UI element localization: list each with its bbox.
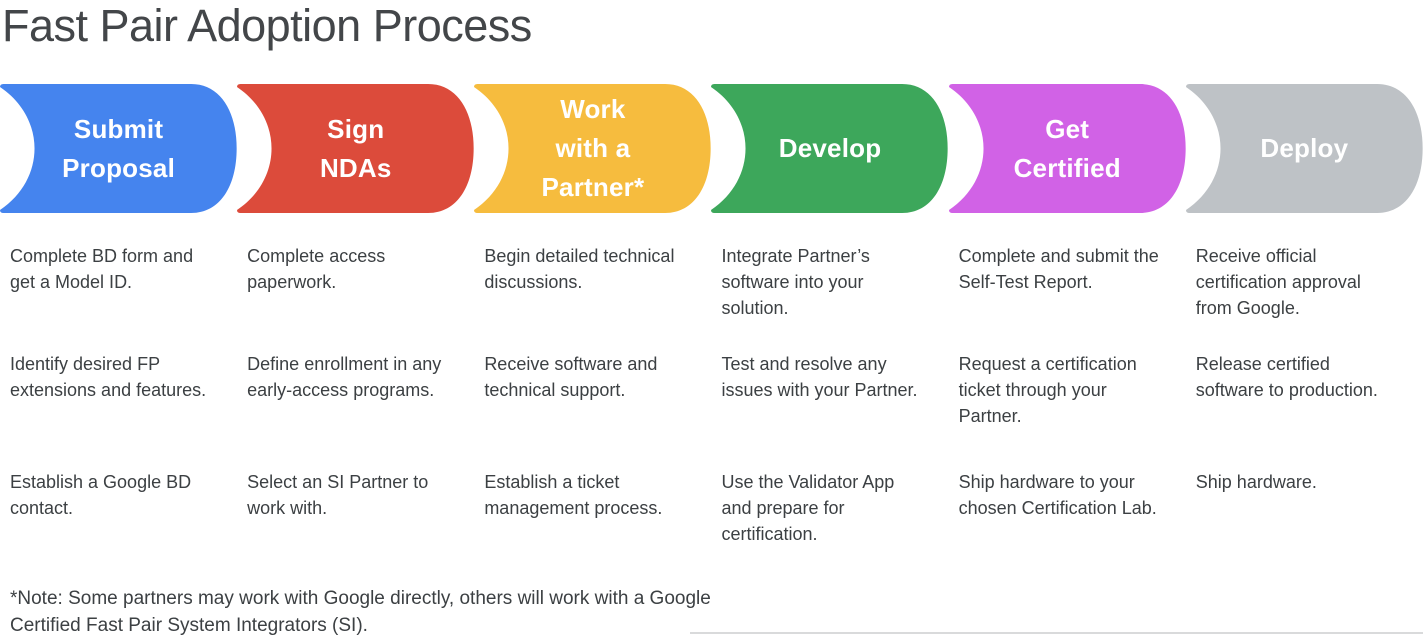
chevron-pill-shape	[711, 84, 949, 214]
stage-shape-develop: Develop	[711, 84, 949, 214]
stage-step: Complete and submit the Self-Test Report…	[958, 246, 1159, 293]
stage-column-deploy: Deploy Receive official certification ap…	[1185, 84, 1423, 583]
stage-column-submit-proposal: Submit Proposal Complete BD form and get…	[0, 84, 237, 583]
stage-step: Receive software and technical support.	[484, 354, 658, 401]
stage-step: Complete access paperwork.	[247, 246, 386, 293]
stage-shape-work-with-partner: Work with a Partner*	[474, 84, 711, 214]
stage-column-sign-ndas: Sign NDAs Complete access paperwork. Def…	[237, 84, 474, 583]
stage-shape-submit-proposal: Submit Proposal	[0, 84, 237, 214]
stage-label: Sign NDAs	[319, 113, 392, 183]
stage-step: Identify desired FP extensions and featu…	[10, 354, 207, 401]
stage-column-work-with-partner: Work with a Partner* Begin detailed tech…	[474, 84, 711, 583]
stage-step: Receive official certification approval …	[1195, 246, 1361, 319]
chevron-pill-shape	[237, 84, 474, 214]
process-flow: Submit Proposal Complete BD form and get…	[0, 84, 1423, 583]
stage-step: Establish a ticket management process.	[484, 472, 663, 519]
chevron-pill-shape	[0, 84, 237, 214]
bottom-edge-line	[690, 632, 1423, 634]
stage-step: Ship hardware to your chosen Certificati…	[958, 472, 1157, 519]
stage-step: Test and resolve any issues with your Pa…	[721, 354, 918, 401]
stage-label: Deploy	[1260, 133, 1349, 164]
stage-step: Define enrollment in any early-access pr…	[247, 354, 442, 401]
stage-label: Work with a Partner*	[541, 94, 645, 203]
stage-label: Get Certified	[1013, 113, 1121, 183]
stage-step: Ship hardware.	[1195, 472, 1317, 493]
stage-shape-sign-ndas: Sign NDAs	[237, 84, 474, 214]
stage-column-get-certified: Get Certified Complete and submit the Se…	[948, 84, 1186, 583]
stage-label: Submit Proposal	[62, 113, 175, 183]
chevron-pill-shape	[474, 84, 711, 214]
footnote: *Note: Some partners may work with Googl…	[10, 588, 711, 637]
stage-step: Request a certification ticket through y…	[958, 354, 1137, 427]
stage-step: Establish a Google BD contact.	[10, 472, 192, 519]
stage-shape-deploy: Deploy	[1185, 84, 1423, 214]
stage-step: Use the Validator App and prepare for ce…	[721, 472, 895, 545]
stage-shape-get-certified: Get Certified	[948, 84, 1186, 214]
stage-step: Release certified software to production…	[1195, 354, 1378, 401]
page-title: Fast Pair Adoption Process	[2, 0, 532, 51]
stage-column-develop: Develop Integrate Partner’s software int…	[711, 84, 949, 583]
chevron-pill-shape	[948, 84, 1186, 214]
stage-step: Begin detailed technical discussions.	[484, 246, 675, 293]
stage-step: Complete BD form and get a Model ID.	[10, 246, 194, 293]
stage-label: Develop	[778, 133, 882, 164]
stage-step: Select an SI Partner to work with.	[247, 472, 429, 519]
chevron-pill-shape	[1185, 84, 1423, 214]
stage-step: Integrate Partner’s software into your s…	[721, 246, 870, 319]
